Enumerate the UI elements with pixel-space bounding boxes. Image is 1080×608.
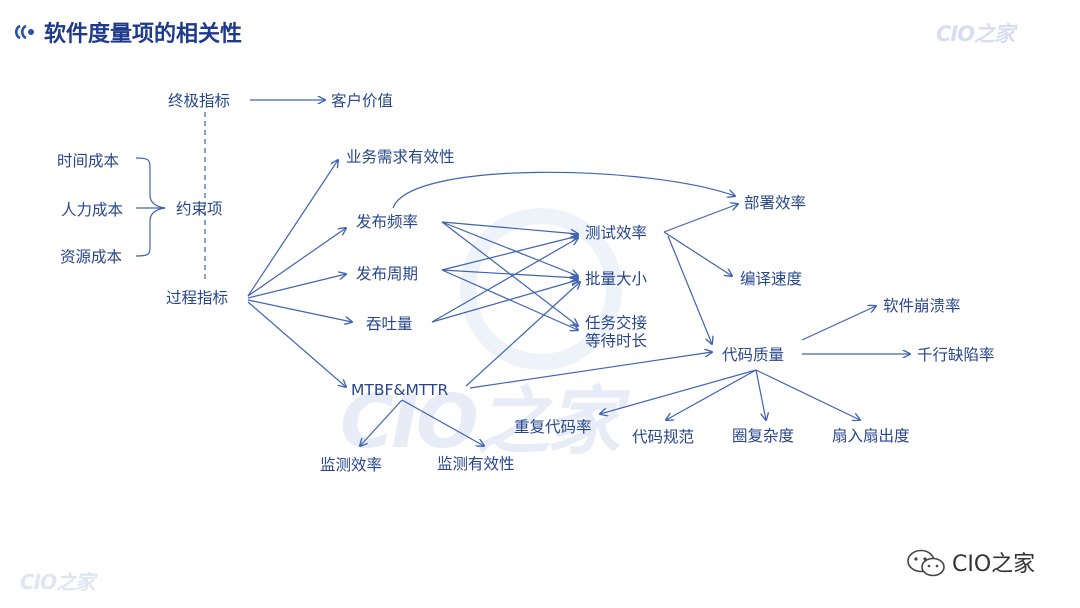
page-title: 软件度量项的相关性 [44, 22, 243, 47]
node-code-quality: 代码质量 [722, 346, 785, 364]
node-defects-per-kloc: 千行缺陷率 [917, 346, 995, 364]
node-handoff-wait-line2: 等待时长 [585, 332, 648, 350]
node-cyclomatic-complexity: 圈复杂度 [732, 427, 795, 445]
node-compile-speed: 编译速度 [740, 270, 803, 288]
node-constraint: 约束项 [176, 200, 223, 218]
edge-process-release-cycle [247, 274, 346, 299]
node-handoff-wait-line1: 任务交接 [585, 314, 648, 332]
node-deploy-efficiency: 部署效率 [744, 194, 807, 212]
edge-process-throughput [247, 299, 352, 322]
node-throughput: 吞吐量 [366, 315, 413, 333]
node-monitor-validity: 监测有效性 [437, 455, 515, 473]
wechat-account-name: CIO之家 [952, 552, 1036, 577]
node-time-cost: 时间成本 [57, 152, 120, 170]
node-duplicate-code-rate: 重复代码率 [514, 418, 592, 436]
wechat-icon [907, 549, 945, 577]
node-mtbf-mttr: MTBF&MTTR [351, 381, 449, 399]
node-batch-size: 批量大小 [585, 270, 648, 288]
brand-logo-icon [14, 24, 34, 40]
edge-process-mtbf [247, 301, 346, 387]
node-crash-rate: 软件崩溃率 [883, 297, 961, 315]
edge-process-release-freq [247, 228, 346, 297]
node-handoff-wait: 任务交接等待时长 [585, 314, 665, 350]
header-brand: CIO之家 [936, 22, 1015, 46]
node-release-frequency: 发布频率 [356, 213, 419, 231]
node-code-standard: 代码规范 [632, 428, 695, 446]
node-business-effectiveness: 业务需求有效性 [346, 148, 455, 166]
node-customer-value: 客户价值 [331, 92, 394, 110]
node-resource-cost: 资源成本 [60, 248, 123, 266]
node-ultimate-metric: 终极指标 [168, 92, 231, 110]
edge-release-freq-deploy [392, 171, 735, 209]
node-monitor-efficiency: 监测效率 [320, 456, 383, 474]
edge-process-biz [247, 160, 338, 297]
node-human-cost: 人力成本 [61, 201, 124, 219]
node-test-efficiency: 测试效率 [585, 224, 648, 242]
node-process-metric: 过程指标 [166, 289, 229, 307]
footer-brand: CIO之家 [20, 570, 95, 594]
cost-brace [135, 157, 166, 257]
node-release-cycle: 发布周期 [356, 265, 419, 283]
node-fan-in-fan-out: 扇入扇出度 [832, 427, 910, 445]
watermark-text: CIO之家 [340, 379, 621, 465]
